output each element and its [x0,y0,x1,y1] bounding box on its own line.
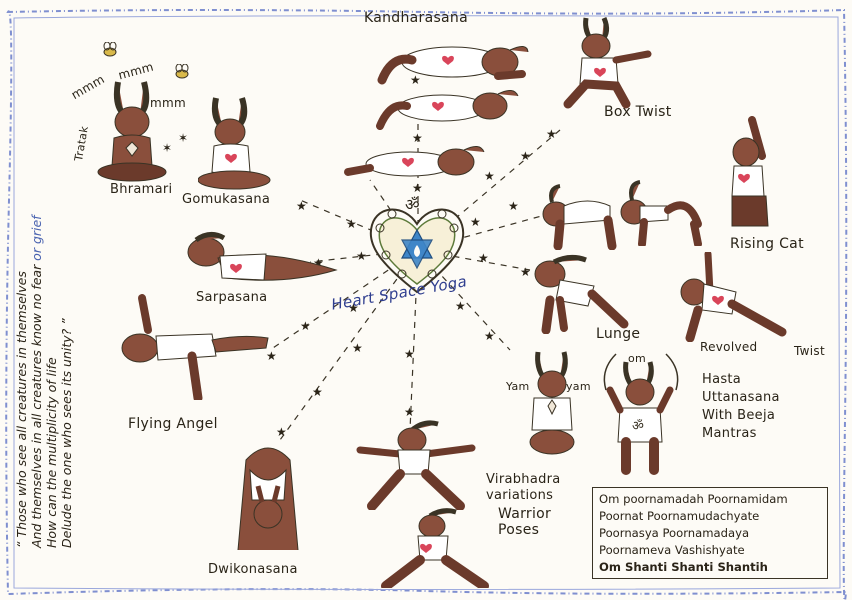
quote-line-1: “ Those who see all creatures in themsel… [14,271,29,548]
svg-text:★: ★ [412,181,423,195]
quote-line-3: How can the multiplicity of life [44,357,59,548]
hasta-uttanasana-bunny: ॐ [603,353,679,475]
pose-label-hasta-3: With Beeja [702,408,776,423]
pose-label-sarpasana: Sarpasana [196,290,268,305]
kandharasana-bunny-2 [376,90,519,130]
sarpasana-bunny [187,232,338,281]
svg-text:★: ★ [404,405,415,419]
bee-icon [175,64,189,79]
pose-label-lunge: Lunge [596,326,641,342]
mantra-line-4: Poornameva Vashishyate [599,543,745,557]
bee-icon [103,42,117,57]
quote-line-2-text: And themselves in all creatures know no … [29,260,44,548]
quote-line-2: And themselves in all creatures know no … [29,215,44,548]
svg-text:★: ★ [352,341,363,355]
vertical-quote: “ Those who see all creatures in themsel… [14,215,74,548]
quote-line-2-blue: or grief [29,215,44,261]
svg-text:★: ★ [410,73,421,87]
pose-label-virabhadra-1: Virabhadra [486,472,561,487]
cat-pose-bunny-1 [542,184,617,250]
title-kandharasana: Kandharasana [364,10,468,26]
dwikonasana-bunny [237,447,299,551]
svg-text:★: ★ [470,215,481,229]
sound-om: om [628,352,647,365]
svg-text:★: ★ [300,319,311,333]
rising-cat-bunny [731,116,769,227]
mantra-line-2: Poornat Poornamudachyate [599,509,760,523]
svg-text:★: ★ [484,329,495,343]
flying-angel-bunny [121,294,269,400]
cat-pose-bunny-2 [620,180,702,246]
mantra-box: Om poornamadah Poornamidam Poornat Poorn… [592,487,828,579]
pose-label-dwikonasana: Dwikonasana [208,562,298,577]
svg-text:★: ★ [312,385,323,399]
svg-text:★: ★ [546,127,557,141]
svg-text:★: ★ [404,347,415,361]
svg-text:★: ★ [356,249,367,263]
svg-text:ॐ: ॐ [632,419,644,434]
sound-yam-left: Yam [506,380,530,393]
warrior-bunny-1 [356,420,476,510]
sound-mmm-2: mmm [150,96,186,110]
warrior-bunny-2 [381,508,489,588]
pose-label-warrior-1: Warrior [498,506,552,522]
pose-label-rising-cat: Rising Cat [730,236,804,252]
svg-text:★: ★ [412,131,423,145]
svg-text:★: ★ [520,149,531,163]
mantra-line-5: Om Shanti Shanti Shantih [599,560,768,574]
gomukasana-bunny [198,97,271,190]
yam-bunny [529,351,575,455]
svg-text:★: ★ [508,199,519,213]
kandharasana-bunny-1 [377,46,529,85]
mantra-line-1: Om poornamadah Poornamidam [599,492,788,506]
pose-label-hasta-2: Uttanasana [702,390,780,405]
svg-text:★: ★ [455,299,466,313]
svg-text:★: ★ [478,251,489,265]
svg-text:★: ★ [520,265,531,279]
pose-label-box-twist: Box Twist [604,104,672,120]
pose-label-revolved: Revolved [700,340,758,354]
svg-text:★: ★ [484,169,495,183]
mantra-line-3: Poornasya Poornamadaya [599,526,750,540]
pose-label-flying-angel: Flying Angel [128,416,218,432]
pose-label-bhramari: Bhramari [110,182,173,197]
box-twist-bunny [563,17,652,109]
pose-label-virabhadra-2: variations [486,488,554,503]
svg-text:★: ★ [346,217,357,231]
sound-yam-right: yam [566,380,591,393]
svg-text:★: ★ [296,199,307,213]
bhramari-bunny [97,81,167,182]
quote-line-4: Delude the one who sees its unity? ” [59,318,74,548]
revolved-twist-bunny [680,252,787,342]
om-symbol: ॐ [405,195,420,214]
pose-label-hasta-1: Hasta [702,372,742,387]
svg-text:★: ★ [313,256,324,270]
svg-text:★: ★ [266,349,277,363]
svg-text:✶: ✶ [178,131,188,145]
pose-label-warrior-2: Poses [498,522,540,538]
svg-text:★: ★ [348,301,359,315]
lunge-bunny [534,254,629,334]
svg-text:✶: ✶ [162,141,172,155]
svg-text:★: ★ [276,425,287,439]
pose-label-hasta-4: Mantras [702,426,757,441]
heart-mandala-icon [369,208,465,294]
kandharasana-bunny-3 [344,146,485,177]
pose-label-twist: Twist [794,344,825,358]
pose-label-gomukasana: Gomukasana [182,192,271,207]
